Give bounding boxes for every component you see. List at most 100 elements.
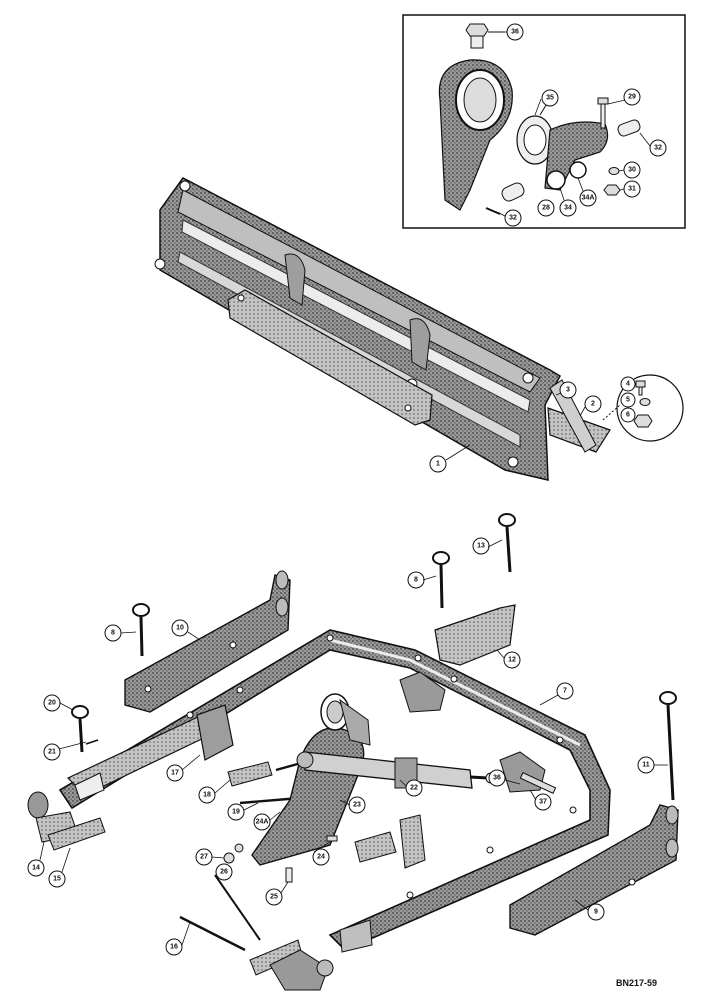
callout-27: 27 (195, 848, 213, 866)
svg-text:23: 23 (353, 802, 361, 809)
svg-text:29: 29 (628, 94, 636, 101)
pin-36 (519, 772, 557, 794)
svg-text:11: 11 (642, 762, 650, 769)
svg-text:32: 32 (654, 145, 662, 152)
svg-text:13: 13 (477, 543, 485, 550)
callouts: 36 35 29 32 30 31 34A 34 28 32 3 2 4 5 6… (27, 23, 668, 956)
callout-7: 7 (556, 682, 574, 700)
callout-32-lower: 32 (504, 209, 522, 227)
callout-2: 2 (584, 395, 602, 413)
washer-30 (608, 167, 620, 175)
bracket-12 (434, 604, 516, 666)
svg-text:8: 8 (111, 630, 115, 637)
tie-rod-16 (179, 874, 334, 991)
callout-3: 3 (559, 381, 577, 399)
svg-text:16: 16 (170, 944, 178, 951)
callout-29: 29 (623, 88, 641, 106)
callout-15: 15 (48, 870, 66, 888)
callout-1: 1 (429, 455, 447, 473)
clamp-plate (354, 814, 426, 869)
small-hardware (85, 739, 338, 883)
svg-text:30: 30 (628, 167, 636, 174)
callout-8-lower: 8 (104, 624, 122, 642)
svg-text:24A: 24A (256, 819, 269, 826)
svg-text:25: 25 (270, 894, 278, 901)
svg-text:3: 3 (566, 387, 570, 394)
svg-text:2: 2 (591, 401, 595, 408)
callout-25: 25 (265, 888, 283, 906)
callout-10: 10 (171, 619, 189, 637)
dozer-blade-1 (154, 177, 561, 481)
callout-20: 20 (43, 694, 61, 712)
svg-text:34A: 34A (582, 195, 595, 202)
clevis-yoke (544, 121, 609, 191)
callout-8-upper: 8 (407, 571, 425, 589)
svg-text:18: 18 (203, 792, 211, 799)
svg-text:8: 8 (414, 577, 418, 584)
end-bit-3 (549, 379, 597, 453)
svg-text:36: 36 (511, 29, 519, 36)
plate-18 (227, 761, 273, 787)
bearing-35 (516, 101, 554, 165)
mounting-bracket (438, 59, 513, 211)
svg-text:31: 31 (628, 186, 636, 193)
callout-11: 11 (637, 756, 655, 774)
svg-text:27: 27 (200, 854, 208, 861)
callout-24a: 24A (253, 813, 271, 831)
callout-28-inset: 28 (537, 199, 555, 217)
callout-6: 6 (620, 407, 636, 423)
eye-bolt-8-upper (432, 551, 450, 609)
svg-text:21: 21 (48, 749, 56, 756)
callout-16: 16 (165, 938, 183, 956)
bolt-36 (465, 23, 505, 49)
svg-text:1: 1 (436, 461, 440, 468)
push-arm-10 (124, 570, 291, 713)
callout-36-lower: 36 (488, 769, 506, 787)
svg-text:10: 10 (176, 625, 184, 632)
callout-14: 14 (27, 859, 45, 877)
inset-detail (402, 14, 686, 229)
callout-37: 37 (534, 793, 552, 811)
callout-30: 30 (623, 161, 641, 179)
svg-text:24: 24 (317, 854, 325, 861)
svg-text:4: 4 (626, 381, 630, 388)
svg-text:19: 19 (232, 809, 240, 816)
nut-31 (603, 184, 621, 196)
side-beam-left (66, 715, 211, 801)
svg-text:37: 37 (539, 799, 547, 806)
callout-35: 35 (541, 89, 559, 107)
svg-text:14: 14 (32, 865, 40, 872)
callout-36-top: 36 (506, 23, 524, 41)
hardware-circle (602, 374, 684, 442)
svg-text:20: 20 (48, 700, 56, 707)
svg-text:17: 17 (171, 770, 179, 777)
eye-bolt-11 (659, 691, 677, 801)
svg-text:36: 36 (493, 775, 501, 782)
bracket-17 (196, 704, 234, 761)
callout-34a-inset: 34A (579, 189, 597, 207)
callout-13: 13 (472, 537, 490, 555)
eye-bolt-8-lower (132, 603, 150, 657)
callout-31: 31 (623, 180, 641, 198)
callout-17: 17 (166, 764, 184, 782)
callout-19: 19 (227, 803, 245, 821)
callout-12: 12 (503, 651, 521, 669)
svg-text:22: 22 (410, 785, 418, 792)
blade-mounting-plate (227, 289, 433, 426)
pivot-casting-23 (251, 693, 371, 866)
callout-22: 22 (405, 779, 423, 797)
svg-text:6: 6 (626, 412, 630, 419)
bolt-29 (597, 97, 609, 129)
svg-text:34: 34 (564, 205, 572, 212)
callout-9: 9 (587, 903, 605, 921)
svg-text:26: 26 (220, 869, 228, 876)
pin-32 (617, 119, 641, 137)
svg-text:9: 9 (594, 909, 598, 916)
svg-text:15: 15 (53, 876, 61, 883)
callout-4: 4 (620, 376, 636, 392)
svg-text:28: 28 (542, 205, 550, 212)
svg-text:7: 7 (563, 688, 567, 695)
bushing (501, 182, 525, 202)
screw-33 (485, 207, 501, 215)
